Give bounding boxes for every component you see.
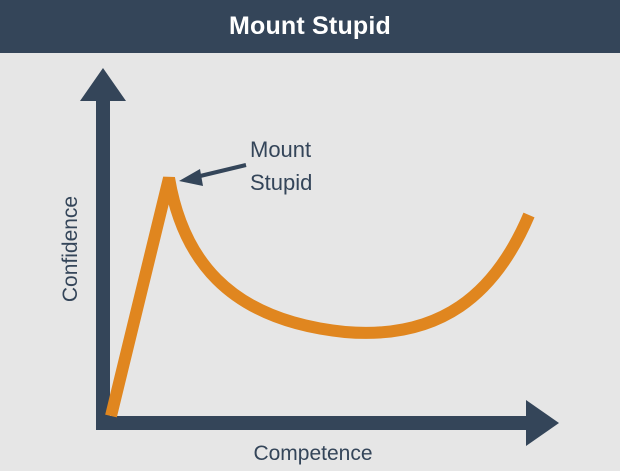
title-bar: Mount Stupid [0,0,620,53]
x-axis-label: Competence [253,442,372,465]
x-axis-line [96,416,530,430]
y-axis-arrowhead [80,68,126,101]
page-title: Mount Stupid [228,12,392,40]
y-axis-label: Confidence [59,196,82,302]
x-axis-arrowhead [526,400,559,446]
confidence-curve [105,176,535,418]
annotation-arrowhead [179,169,203,186]
annotation-label-line1: Mount [250,137,311,162]
y-axis-line [96,96,110,430]
annotation-arrow-line [195,163,247,179]
annotation-label-line2: Stupid [250,170,312,195]
